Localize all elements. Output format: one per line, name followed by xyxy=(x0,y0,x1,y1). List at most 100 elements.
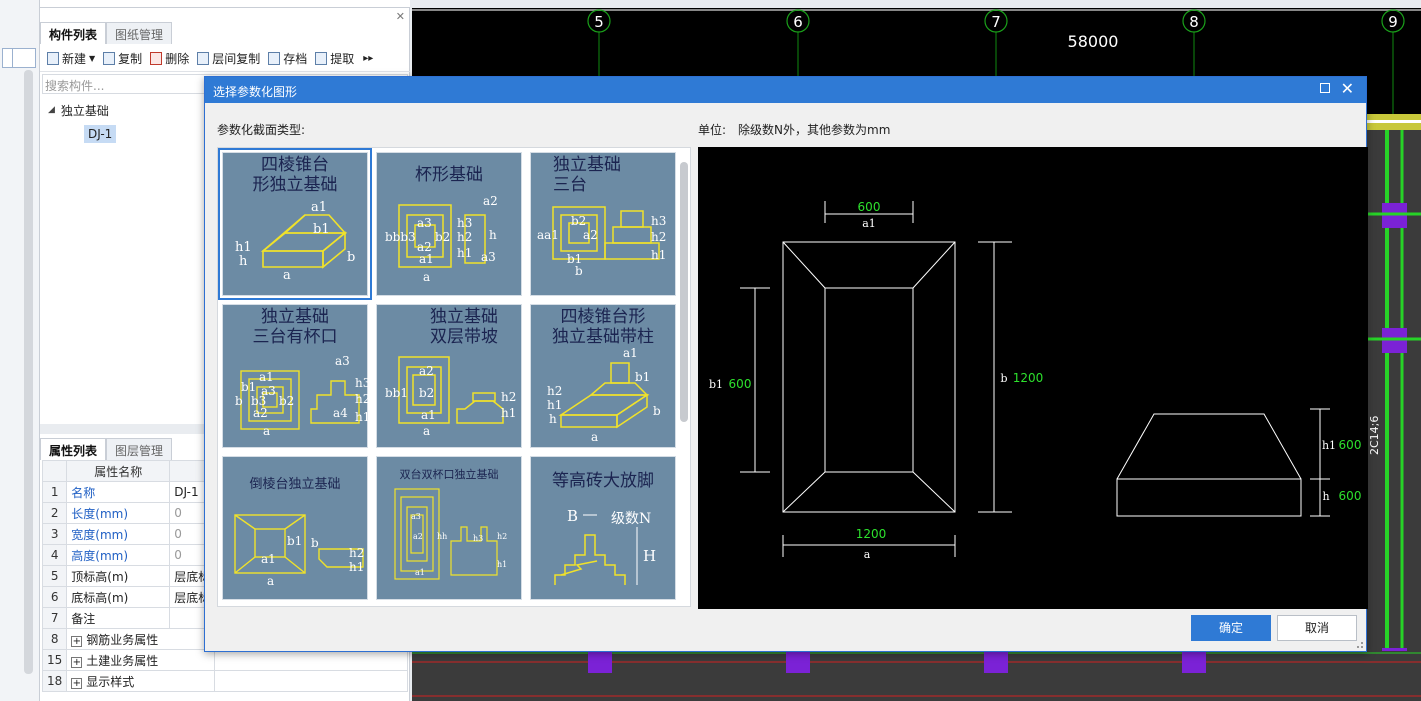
svg-text:a1: a1 xyxy=(261,552,276,566)
svg-text:b2: b2 xyxy=(571,214,586,228)
tree-node-foundation[interactable]: ◢ 独立基础 xyxy=(48,103,109,118)
svg-text:h2: h2 xyxy=(497,532,507,541)
dim-b1-label: b1 xyxy=(709,378,723,391)
thumb-scrollbar[interactable] xyxy=(680,162,688,422)
property-row[interactable]: 15+土建业务属性 xyxy=(41,649,408,671)
svg-text:b: b xyxy=(311,536,319,550)
svg-text:a: a xyxy=(591,430,598,444)
component-tree: ◢ 独立基础 DJ-1 xyxy=(48,98,117,146)
thumb-title: 独立基础三台 xyxy=(553,155,621,195)
expand-icon[interactable]: + xyxy=(71,656,83,668)
svg-text:a2: a2 xyxy=(483,194,498,208)
cancel-button[interactable]: 取消 xyxy=(1277,615,1357,641)
svg-text:b: b xyxy=(575,264,583,278)
collapse-arrow-icon[interactable]: ◢ xyxy=(48,105,55,115)
tab-component-list[interactable]: 构件列表 xyxy=(40,22,107,44)
section-type-label: 参数化截面类型: xyxy=(217,123,306,137)
thumb-title: 独立基础三台有杯口 xyxy=(252,307,338,347)
svg-text:a: a xyxy=(423,424,430,438)
dim-b-label: b xyxy=(1000,372,1007,385)
svg-text:a2: a2 xyxy=(413,532,423,541)
svg-text:b2: b2 xyxy=(279,394,294,408)
maximize-icon[interactable] xyxy=(1320,83,1330,93)
copy-button[interactable]: 复制 xyxy=(100,48,145,69)
expand-icon[interactable]: + xyxy=(71,677,83,689)
axis-label-7: 7 xyxy=(991,13,1001,31)
svg-text:a2: a2 xyxy=(419,364,434,378)
delete-button[interactable]: 删除 xyxy=(147,48,192,69)
expand-icon[interactable]: + xyxy=(71,635,83,647)
svg-text:bbb3: bbb3 xyxy=(385,230,416,244)
property-name: 顶标高(m) xyxy=(66,565,171,587)
svg-text:a3: a3 xyxy=(335,354,350,368)
confirm-button[interactable]: 确定 xyxy=(1191,615,1271,641)
property-name: 长度(mm) xyxy=(66,502,171,524)
close-icon[interactable]: ✕ xyxy=(1340,79,1354,98)
svg-text:h3: h3 xyxy=(473,534,483,543)
lbl-h1: h1 xyxy=(235,240,252,255)
property-row[interactable]: 18+显示样式 xyxy=(41,670,408,692)
svg-text:h3: h3 xyxy=(651,214,666,228)
svg-text:h2: h2 xyxy=(349,546,364,560)
extract-button[interactable]: 提取 xyxy=(312,48,357,69)
svg-text:b3: b3 xyxy=(251,394,266,408)
property-name: 名称 xyxy=(66,481,171,503)
dim-h1-label: h1 xyxy=(1322,439,1336,452)
tree-item-dj1[interactable]: DJ-1 xyxy=(84,125,117,143)
axis-label-9: 9 xyxy=(1388,13,1398,31)
more-icon[interactable]: ▸▸ xyxy=(363,53,374,64)
col-header-name: 属性名称 xyxy=(66,460,171,482)
thumb-title: 四棱锥台形独立基础 xyxy=(252,155,338,195)
svg-text:a1: a1 xyxy=(419,252,434,266)
svg-text:b1: b1 xyxy=(635,370,650,384)
archive-button[interactable]: 存档 xyxy=(265,48,310,69)
svg-text:a1: a1 xyxy=(259,370,274,384)
axis-label-6: 6 xyxy=(793,13,803,31)
property-name: 宽度(mm) xyxy=(66,523,171,545)
row-number: 3 xyxy=(41,523,68,545)
svg-text:a3: a3 xyxy=(481,250,496,264)
thumb-pyramid-frustum[interactable]: 四棱锥台形独立基础 a1 b1 h1 h a xyxy=(218,148,372,300)
dialog-title: 选择参数化图形 xyxy=(205,77,1366,103)
svg-text:a1: a1 xyxy=(623,346,638,360)
panel-close-icon[interactable]: ✕ xyxy=(395,10,405,23)
dimension-total: 58000 xyxy=(1068,32,1119,51)
resize-grip-icon[interactable] xyxy=(1357,642,1363,648)
unit-label: 单位: 除级数N外，其他参数为mm xyxy=(698,123,891,137)
svg-text:a1: a1 xyxy=(421,408,436,422)
svg-text:H: H xyxy=(643,547,656,565)
chevron-down-icon: ▼ xyxy=(89,54,96,63)
property-name: +土建业务属性 xyxy=(66,649,216,671)
svg-text:b2: b2 xyxy=(435,230,450,244)
tab-layer-manage[interactable]: 图层管理 xyxy=(106,438,173,460)
svg-text:a3: a3 xyxy=(261,384,276,398)
property-name: 底标高(m) xyxy=(66,586,171,608)
svg-text:b1: b1 xyxy=(567,252,582,266)
dim-h1-value: 600 xyxy=(1339,438,1362,452)
delete-icon xyxy=(150,52,163,65)
list-view-icon[interactable] xyxy=(12,48,36,68)
new-button[interactable]: 新建▼ xyxy=(44,48,98,69)
svg-text:b1: b1 xyxy=(287,534,302,548)
left-scrollbar[interactable] xyxy=(24,70,33,674)
tab-drawing-manage[interactable]: 图纸管理 xyxy=(106,22,173,44)
tab-property-list[interactable]: 属性列表 xyxy=(40,438,107,460)
svg-text:h1: h1 xyxy=(497,560,507,569)
parametric-shape-dialog: 选择参数化图形 ✕ 参数化截面类型: 单位: 除级数N外，其他参数为mm 四棱锥… xyxy=(204,76,1368,652)
svg-text:h: h xyxy=(489,228,497,242)
floor-copy-button[interactable]: 层间复制 xyxy=(194,48,263,69)
